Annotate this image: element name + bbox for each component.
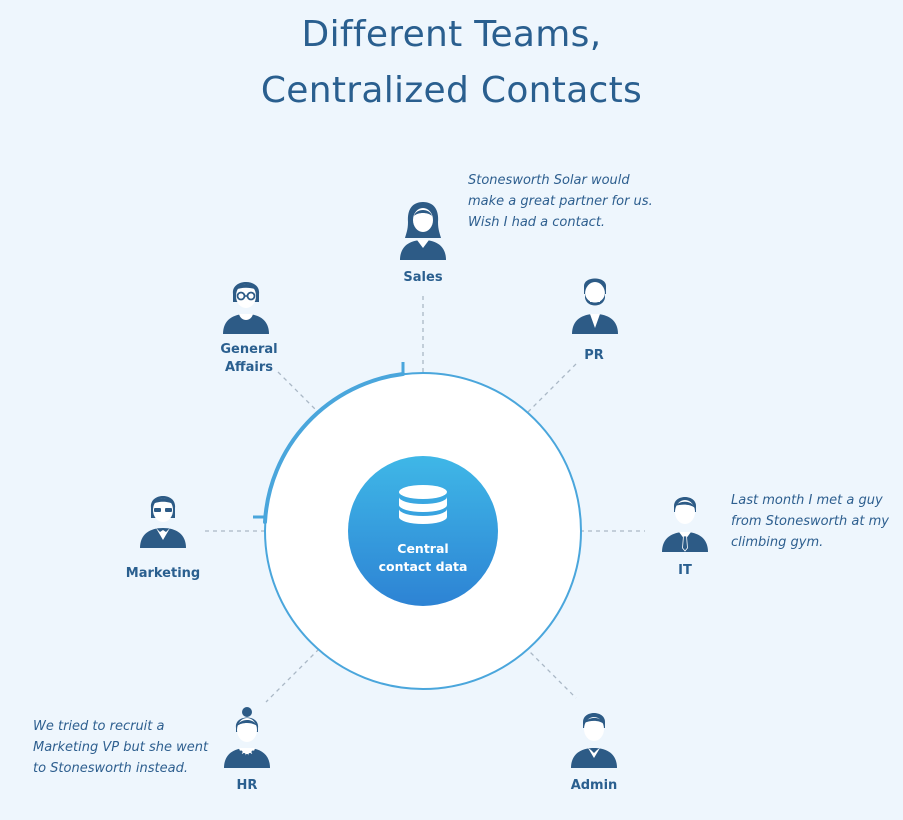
general-affairs-line-2: Affairs (225, 360, 273, 375)
quote-hr: We tried to recruit a Marketing VP but s… (33, 716, 223, 779)
central-data-disc (348, 456, 498, 606)
hr-person-icon (224, 707, 270, 768)
quote-it-line-3: climbing gym. (731, 535, 824, 550)
page-title-line-1: Different Teams, (301, 14, 602, 55)
admin-person-icon (571, 713, 617, 768)
central-label-line-1: Central (397, 541, 449, 556)
team-label-hr: HR (236, 778, 258, 793)
it-person-icon (662, 497, 708, 552)
quote-hr-line-3: to Stonesworth instead. (33, 761, 188, 776)
team-label-marketing: Marketing (125, 566, 201, 581)
general-affairs-line-1: General (220, 342, 278, 357)
sales-person-icon (400, 202, 446, 260)
team-label-admin: Admin (570, 778, 618, 793)
team-label-it: IT (678, 563, 692, 578)
team-label-sales: Sales (403, 270, 443, 285)
team-label-general-affairs: General Affairs (189, 341, 309, 377)
general-affairs-person-icon (223, 282, 269, 334)
quote-sales-line-3: Wish I had a contact. (468, 215, 606, 230)
ring-progress-arc (263, 372, 405, 524)
quote-hr-line-2: Marketing VP but she went (33, 740, 209, 755)
quote-it: Last month I met a guy from Stonesworth … (731, 490, 901, 553)
central-label-line-2: contact data (378, 559, 468, 574)
marketing-person-icon (140, 496, 186, 548)
quote-sales: Stonesworth Solar would make a great par… (468, 170, 658, 233)
quote-it-line-1: Last month I met a guy (731, 493, 883, 508)
quote-sales-line-1: Stonesworth Solar would (468, 173, 630, 188)
quote-hr-line-1: We tried to recruit a (33, 719, 165, 734)
central-contact-label: Central contact data (363, 540, 483, 576)
page-title-line-2: Centralized Contacts (260, 70, 643, 111)
quote-it-line-2: from Stonesworth at my (731, 514, 889, 529)
database-icon (399, 485, 447, 524)
quote-sales-line-2: make a great partner for us. (468, 194, 653, 209)
pr-person-icon (572, 278, 618, 334)
team-label-pr: PR (584, 348, 604, 363)
